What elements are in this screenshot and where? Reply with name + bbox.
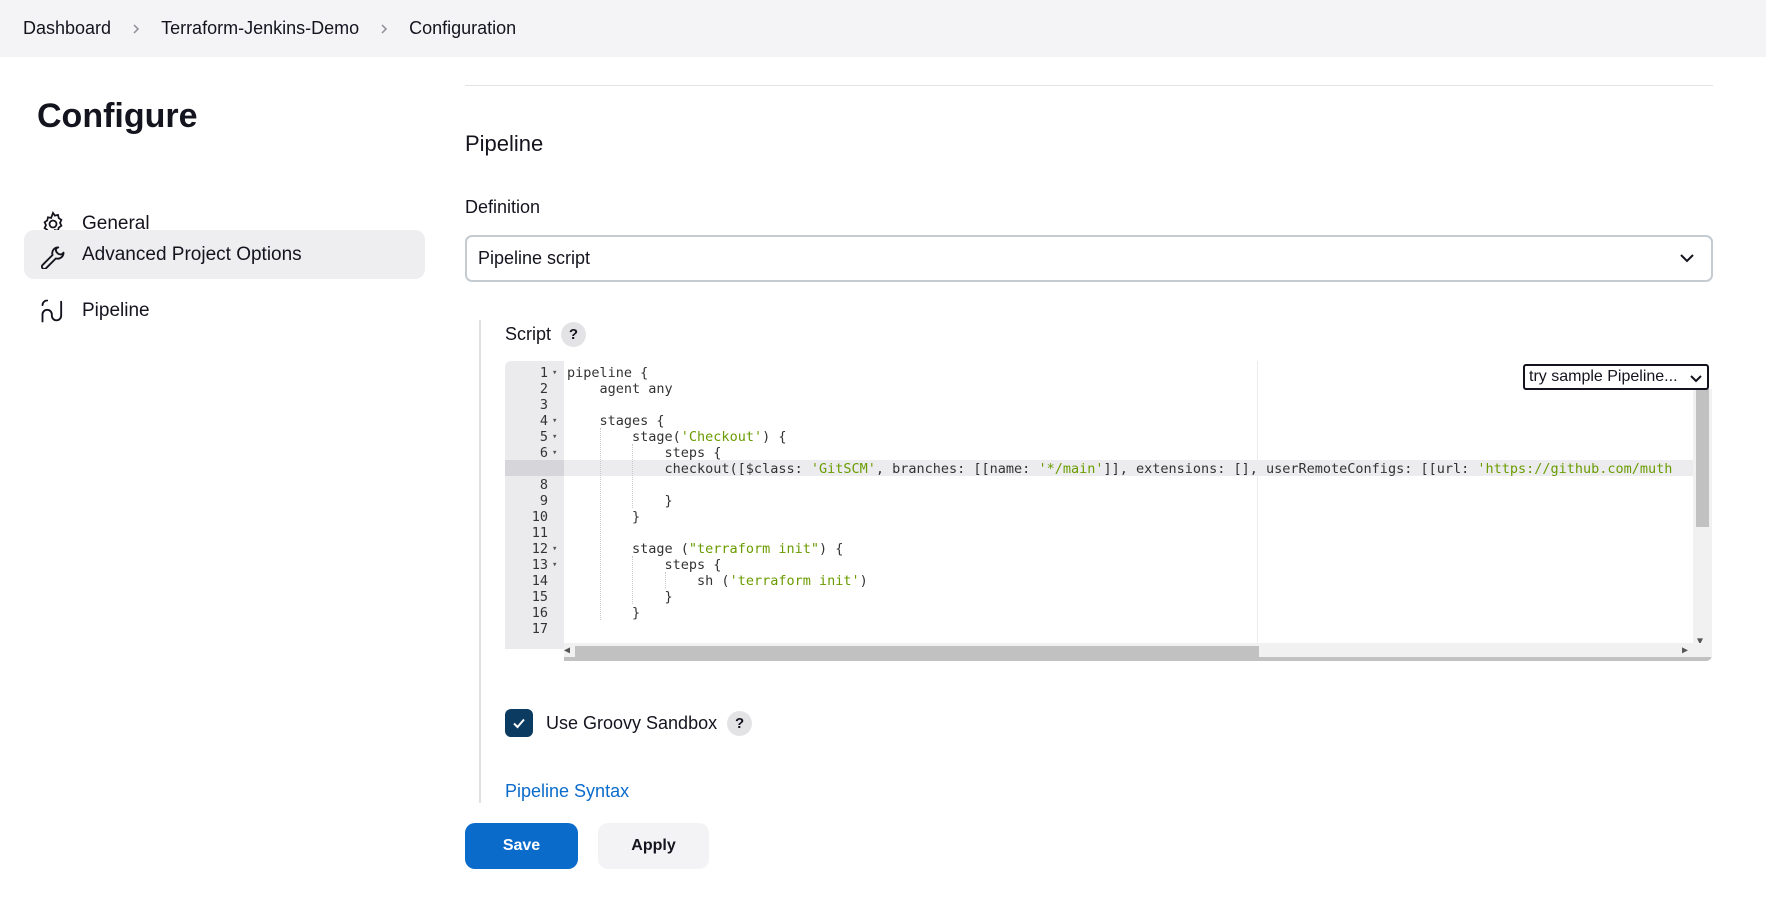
fold-arrow-icon[interactable]: ▾ [552,368,558,378]
definition-select-value: Pipeline script [478,248,591,268]
line-number: 8 [539,477,548,493]
indent-guide [599,428,601,620]
scroll-left-arrow-icon[interactable]: ◀ [564,645,571,656]
indent-guide [632,556,634,604]
sidebar: Configure General Advanced Project Optio… [0,57,440,908]
groovy-sandbox: Use Groovy Sandbox ? [505,709,753,737]
chevron-right-icon [373,18,395,40]
help-icon[interactable]: ? [561,322,587,347]
active-line-highlight [564,460,1693,476]
code-line: pipeline { [567,365,649,381]
definition-select[interactable]: Pipeline script [465,235,1713,282]
code-line: steps { [567,445,722,461]
horizontal-scrollbar-thumb[interactable] [575,646,1259,657]
sidebar-item-label: Pipeline [82,299,150,321]
line-number: 16 [531,605,548,621]
line-number: 14 [531,573,548,589]
scroll-down-arrow-icon[interactable]: ▼ [1697,636,1704,647]
save-button[interactable]: Save [465,823,578,869]
script-label: Script ? [505,322,587,347]
line-number: 3 [539,397,548,413]
code-line: checkout([$class: 'GitSCM', branches: [[… [567,461,1673,477]
vertical-scrollbar[interactable]: ▼ [1693,389,1712,651]
fold-arrow-icon[interactable]: ▾ [552,560,558,570]
groovy-sandbox-label: Use Groovy Sandbox [546,712,718,733]
wrench-icon [38,240,68,270]
pipeline-syntax-link[interactable]: Pipeline Syntax [505,781,630,801]
code-line: } [567,589,673,605]
line-number: 5 [539,429,548,445]
chevron-right-icon [125,18,147,40]
code-line: agent any [567,381,673,397]
chevron-down-icon [1677,248,1697,268]
line-number: 13 [531,557,548,573]
active-line-gutter [505,460,564,476]
line-number: 15 [531,589,548,605]
sidebar-item-pipeline[interactable]: Pipeline [24,286,425,335]
indent-guide [664,572,666,588]
code-line: stages { [567,413,665,429]
fold-arrow-icon[interactable]: ▾ [552,544,558,554]
indent-guide [632,444,634,508]
line-number: 1 [539,365,548,381]
help-icon[interactable]: ? [727,710,753,736]
scroll-right-arrow-icon[interactable]: ▶ [1681,645,1688,656]
script-label-text: Script [505,324,552,344]
section-title: Pipeline [465,131,544,156]
line-number: 12 [531,541,548,557]
line-number: 10 [531,509,548,525]
divider [465,85,1713,86]
line-number: 9 [539,493,548,509]
breadcrumb-project[interactable]: Terraform-Jenkins-Demo [161,18,360,38]
fold-arrow-icon[interactable]: ▾ [552,432,558,442]
horizontal-scrollbar[interactable]: ◀ ▶ [564,643,1712,661]
sidebar-item-advanced-project-options[interactable]: Advanced Project Options [24,230,425,279]
sidebar-item-label: General [82,212,150,234]
line-number: 17 [531,621,548,637]
page-title: Configure [37,97,198,135]
line-number: 6 [539,445,548,461]
action-bar: Save Apply [427,803,1766,908]
line-number: 11 [531,525,548,541]
code-line: sh ('terraform init') [567,573,868,589]
fold-arrow-icon[interactable]: ▾ [552,448,558,458]
nested-indicator [479,320,481,880]
sample-pipeline-select[interactable]: try sample Pipeline... [1523,364,1709,390]
code-line: } [567,493,673,509]
fold-arrow-icon[interactable]: ▾ [552,416,558,426]
breadcrumb-dashboard[interactable]: Dashboard [23,18,112,38]
code-line: stage('Checkout') { [567,429,787,445]
definition-label: Definition [465,197,541,217]
editor-code[interactable]: pipeline { agent any stages { stage('Che… [564,361,1693,649]
code-line: } [567,605,641,621]
breadcrumb: Dashboard Terraform-Jenkins-Demo Configu… [0,0,1766,57]
code-line: stage ("terraform init") { [567,541,844,557]
line-number: 4 [539,413,548,429]
sample-pipeline-select-value: try sample Pipeline... [1529,368,1678,385]
breadcrumb-configuration[interactable]: Configuration [409,18,517,38]
pipeline-icon [38,296,68,326]
chevron-down-icon [1689,371,1703,385]
sidebar-item-label: Advanced Project Options [82,243,302,265]
apply-button[interactable]: Apply [598,823,709,869]
groovy-sandbox-checkbox[interactable] [505,709,533,737]
vertical-scrollbar-thumb[interactable] [1696,389,1709,527]
main-content: Pipeline Definition Pipeline script Scri… [465,57,1713,908]
print-margin [1257,361,1258,649]
line-number: 2 [539,381,548,397]
code-line: steps { [567,557,722,573]
code-line: } [567,509,641,525]
